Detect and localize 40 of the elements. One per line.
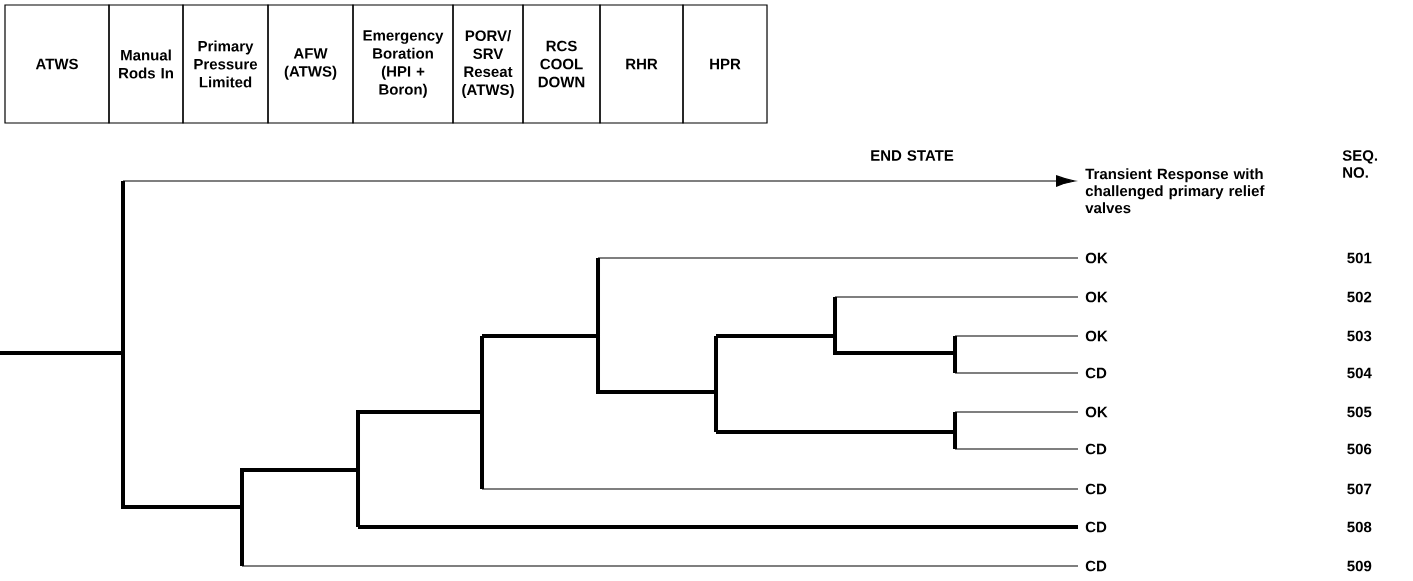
end-state-text: CD [1085, 443, 1107, 455]
branch-line [122, 175, 1076, 187]
column-heading: SEQ. NO. [1342, 150, 1378, 178]
end-state-text: CD [1085, 367, 1107, 379]
column-header-box: Manual Rods In [108, 4, 184, 124]
sequence-number: 508 [1347, 521, 1372, 533]
end-state-text: OK [1085, 252, 1108, 264]
column-header-box: HPR [682, 4, 768, 124]
branch-line [954, 411, 1079, 413]
sequence-number: 501 [1347, 252, 1372, 264]
column-heading: END STATE [871, 150, 954, 161]
end-state-text: OK [1085, 291, 1108, 303]
column-header-box: AFW (ATWS) [267, 4, 354, 124]
branch-line [597, 257, 1079, 259]
sequence-number: 505 [1347, 406, 1372, 418]
column-header-box: PORV/ SRV Reseat (ATWS) [452, 4, 524, 124]
sequence-number: 503 [1347, 330, 1372, 342]
end-state-text: CD [1085, 521, 1107, 533]
branch-line [481, 488, 1079, 490]
branch-line [954, 448, 1079, 450]
sequence-number: 502 [1347, 291, 1372, 303]
column-header-box: RCS COOL DOWN [522, 4, 601, 124]
end-state-text: OK [1085, 330, 1108, 342]
sequence-number: 507 [1347, 483, 1372, 495]
branch-line [954, 372, 1079, 374]
branch-line [241, 565, 1079, 567]
column-header-box: Primary Pressure Limited [182, 4, 269, 124]
column-header-box: Emergency Boration (HPI + Boron) [352, 4, 454, 124]
branch-line [358, 525, 1078, 529]
branch-line [834, 296, 1079, 298]
sequence-number: 506 [1347, 443, 1372, 455]
sequence-number: 504 [1347, 367, 1372, 379]
column-header-box: RHR [599, 4, 684, 124]
end-state-text: CD [1085, 560, 1107, 572]
end-state-text: Transient Response with challenged primary relief valves [1085, 168, 1265, 214]
column-header-box: ATWS [4, 4, 110, 124]
end-state-text: OK [1085, 406, 1108, 418]
end-state-text: CD [1085, 483, 1107, 495]
sequence-number: 509 [1347, 560, 1372, 572]
branch-line [954, 335, 1079, 337]
